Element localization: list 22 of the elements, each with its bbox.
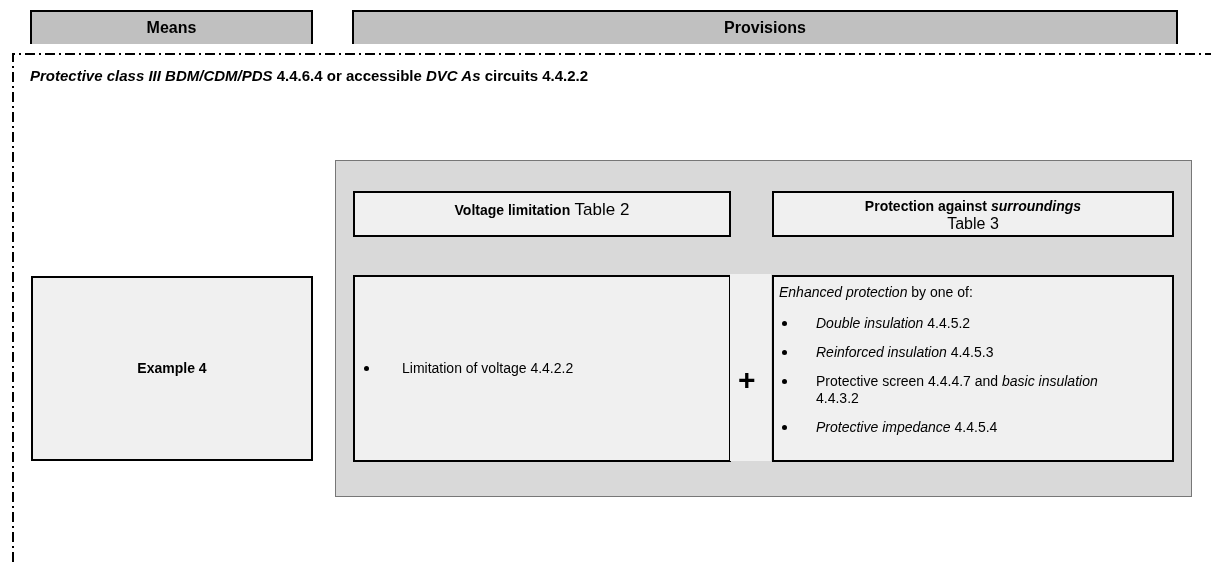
bullet-item: Double insulation 4.4.5.2 [816, 315, 972, 332]
example-label: Example 4 [137, 359, 207, 378]
box-heading: Voltage limitation Table 2 [454, 199, 630, 221]
header-tab [30, 10, 313, 44]
bullet-item: Protective screen 4.4.4.7 and basic insulation 4.4.3.2 [816, 373, 1099, 407]
column-header: Provisions [724, 18, 806, 38]
bullet-item: Limitation of voltage 4.4.2.2 [402, 359, 574, 378]
bullet-item: Reinforced insulation 4.4.5.3 [816, 344, 995, 361]
provision-box [31, 276, 313, 461]
column-header: Means [146, 18, 197, 38]
group-panel [335, 160, 1192, 497]
provision-box [353, 275, 731, 462]
provision-box [353, 191, 731, 237]
header-tab [352, 10, 1178, 44]
plus-sign: + [738, 365, 756, 395]
provision-box [772, 275, 1174, 462]
table-reference: Table 3 [947, 215, 999, 233]
bullet-item: Protective impedance 4.4.5.4 [816, 419, 999, 436]
list-intro: Enhanced protection by one of: [779, 283, 974, 302]
section-heading: Protective class III BDM/CDM/PDS 4.4.6.4 or accessible DVC As circuits 4.4.2.2 [30, 66, 589, 86]
provision-box [772, 191, 1174, 237]
box-heading: Protection against surroundings [864, 197, 1082, 215]
